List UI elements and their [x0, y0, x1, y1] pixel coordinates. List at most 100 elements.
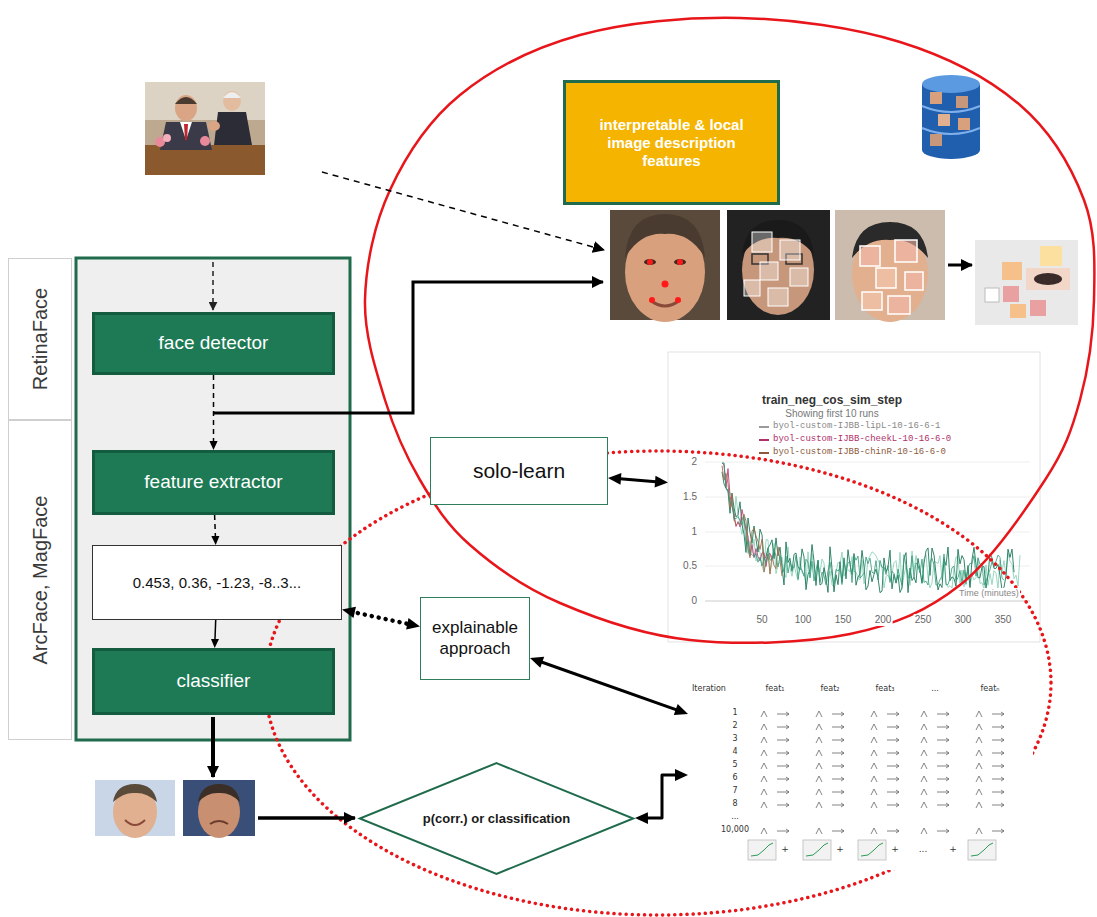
mini-chart-line: [751, 843, 773, 856]
cell-glyph: [992, 829, 1004, 833]
table-cell: 8: [732, 799, 737, 809]
table-cell: ...: [931, 684, 939, 694]
cell-glyph: [777, 712, 789, 716]
cell-glyph: [887, 764, 899, 768]
cell-glyph: [871, 776, 877, 782]
embedding-box: 0.453, 0.36, -1.23, -8..3...: [92, 545, 342, 620]
cell-glyph: [871, 789, 877, 795]
connector-line: [214, 620, 216, 642]
cell-glyph: [777, 829, 789, 833]
cell-glyph: [937, 751, 949, 755]
training-chart: train_neg_cos_sim_stepShowing first 10 r…: [668, 352, 1040, 642]
patch-arrow: [948, 264, 972, 267]
connector-line: [644, 775, 679, 818]
node-label: feature extractor: [144, 471, 282, 494]
arrowhead: [674, 704, 688, 715]
connector: [209, 375, 217, 450]
cell-glyph: [976, 711, 982, 717]
table-cell: ...: [731, 812, 739, 822]
cell-glyph: [887, 777, 899, 781]
table-cell: feat₂: [821, 684, 840, 694]
chart-text: byol-custom-IJBB-lipL-10-16-6-1: [772, 421, 941, 432]
decision-diamond: p(corr.) or classification: [357, 762, 636, 875]
chart-panel: [668, 352, 1040, 642]
cell-glyph: [992, 764, 1004, 768]
chart-text: 250: [914, 614, 933, 626]
cell-glyph: [921, 802, 927, 808]
cell-glyph: [992, 738, 1004, 742]
cell-glyph: [937, 777, 949, 781]
process-box: classifier: [92, 648, 335, 715]
cell-glyph: [921, 789, 927, 795]
table-cell: feat₁: [766, 684, 785, 694]
cell-glyph: [761, 711, 767, 717]
chart-text: 150: [834, 614, 853, 626]
side-label-band: RetinaFace: [8, 258, 72, 420]
cell-glyph: [777, 751, 789, 755]
cell-glyph: [871, 724, 877, 730]
arrowhead: [342, 607, 356, 618]
cell-glyph: [937, 790, 949, 794]
table-cell: 2: [732, 721, 737, 731]
node-label: RetinaFace: [28, 288, 52, 390]
cell-glyph: [887, 738, 899, 742]
cell-glyph: [937, 764, 949, 768]
chart-text: 1: [690, 526, 698, 538]
cell-glyph: [937, 829, 949, 833]
arrowhead: [635, 812, 648, 824]
table-cell: +: [891, 844, 899, 855]
mini-chart: [803, 840, 831, 860]
connector-line: [214, 515, 216, 539]
node-label: explainable approach: [427, 618, 523, 659]
cell-glyph: [871, 828, 877, 834]
cell-glyph: [777, 790, 789, 794]
chart-curves: [722, 463, 1020, 593]
process-box: explainable approach: [420, 597, 530, 680]
cell-glyph: [937, 803, 949, 807]
table-cell: feat₃: [876, 684, 895, 694]
cell-glyph: [761, 750, 767, 756]
highlight-box: interpretable & local image description …: [563, 80, 780, 205]
cell-glyph: [921, 763, 927, 769]
mini-chart: [968, 840, 996, 860]
process-box: face detector: [92, 312, 335, 375]
chart-text: 0.5: [682, 560, 698, 572]
chart-text: 300: [954, 614, 973, 626]
cell-glyph: [832, 751, 844, 755]
arrowhead: [655, 476, 668, 488]
cell-glyph: [976, 763, 982, 769]
cell-glyph: [887, 790, 899, 794]
table-cell: ...: [919, 844, 928, 855]
chart-text: train_neg_cos_sim_step: [761, 393, 903, 407]
cell-glyph: [832, 777, 844, 781]
table-cell: 10,000: [721, 825, 749, 835]
cell-glyph: [937, 712, 949, 716]
arrowhead: [675, 769, 688, 781]
cell-glyph: [937, 738, 949, 742]
cell-glyph: [816, 711, 822, 717]
arrowhead: [211, 536, 219, 545]
table-cell: 6: [732, 773, 737, 783]
cell-glyph: [887, 751, 899, 755]
cell-glyph: [976, 802, 982, 808]
input-arrow: [212, 262, 214, 310]
arrowhead: [209, 441, 217, 450]
cell-glyph: [816, 789, 822, 795]
cell-glyph: [976, 776, 982, 782]
iteration-table: Iterationfeat₁feat₂feat₃...featₙ12345678…: [688, 680, 1033, 870]
mini-chart-line: [971, 843, 993, 856]
cell-glyph: [887, 803, 899, 807]
cell-glyph: [816, 828, 822, 834]
connector-line: [617, 479, 659, 482]
chart-text: 100: [794, 614, 813, 626]
chart-text: 0: [690, 595, 698, 607]
node-label: interpretable & local image description …: [578, 116, 765, 170]
cell-glyph: [777, 764, 789, 768]
connector-line: [213, 375, 215, 444]
cell-glyph: [777, 725, 789, 729]
cell-glyph: [887, 829, 899, 833]
node-label: solo-learn: [473, 458, 565, 483]
cell-glyph: [921, 776, 927, 782]
cell-glyph: [816, 724, 822, 730]
table-glyphs: [688, 680, 1033, 870]
